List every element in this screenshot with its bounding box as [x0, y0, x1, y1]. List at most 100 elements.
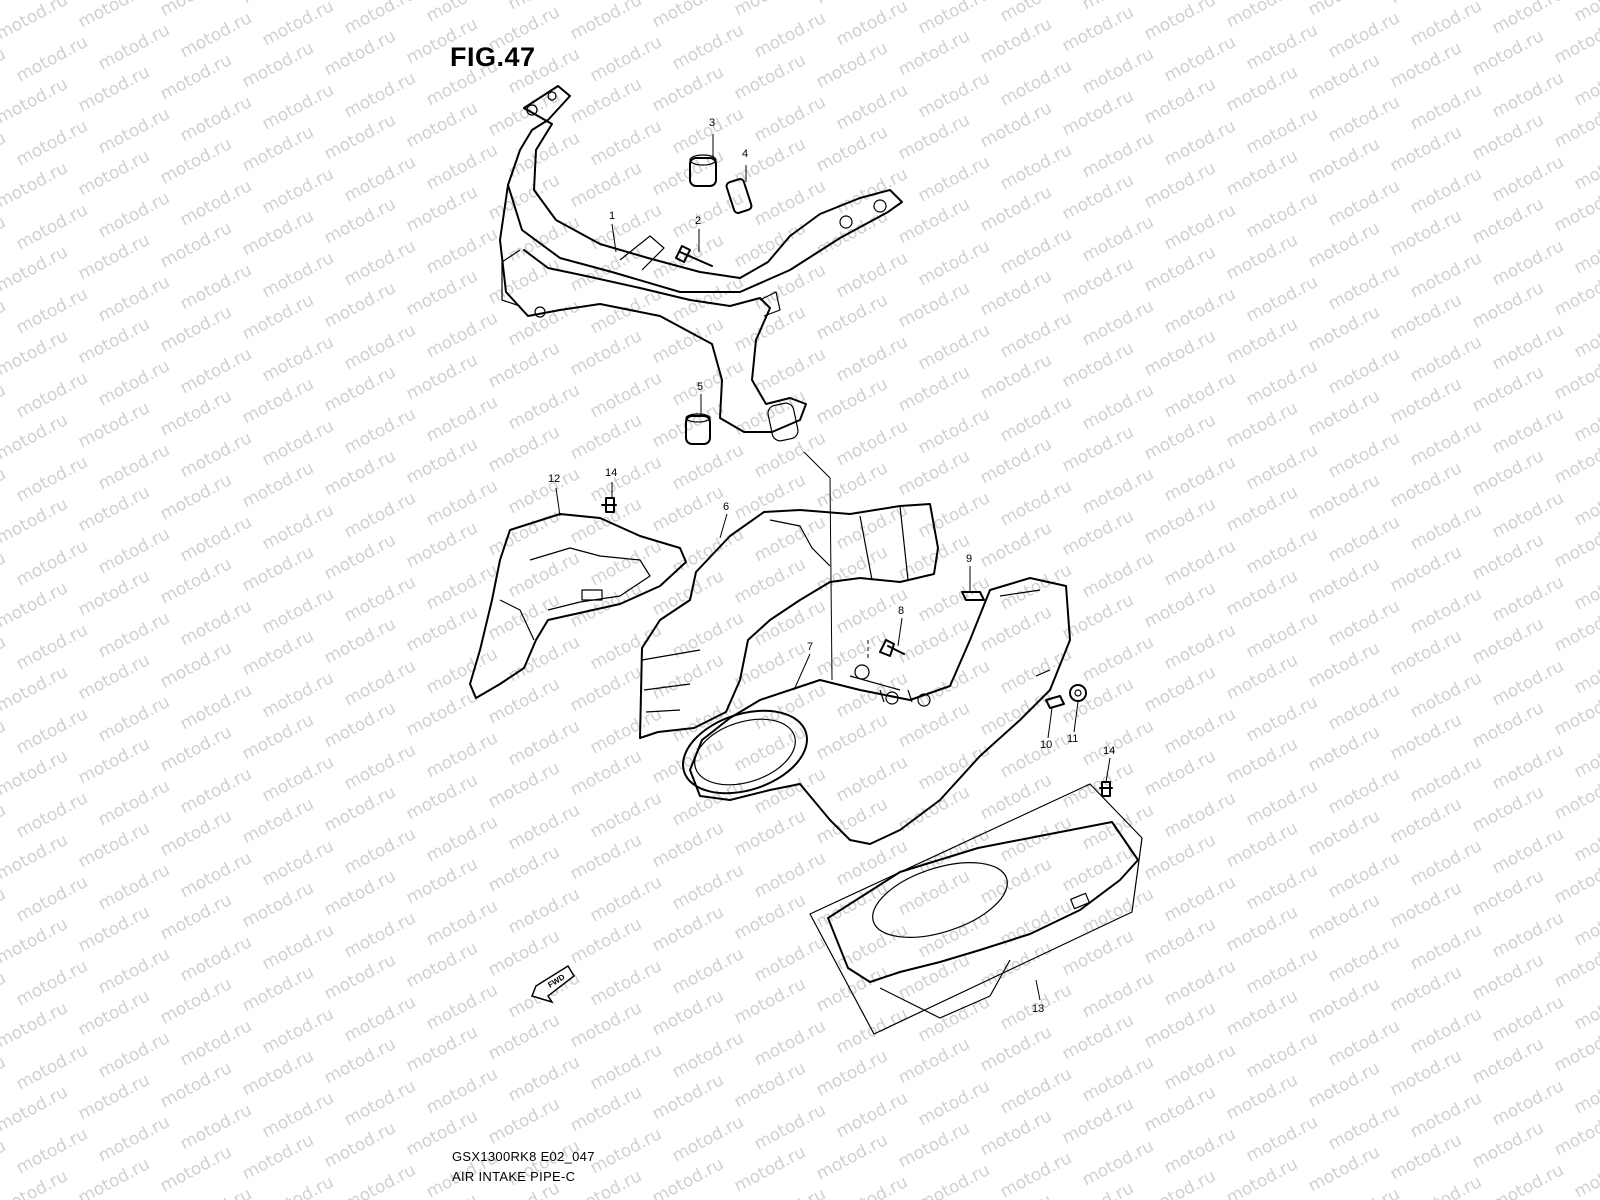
watermark-text: motod.ru	[895, 26, 973, 80]
screw-14-upper	[601, 497, 617, 513]
watermark-text: motod.ru	[485, 86, 563, 140]
watermark-text: motod.ru	[1571, 308, 1600, 362]
watermark-text: motod.ru	[239, 794, 317, 848]
watermark-text: motod.ru	[895, 782, 973, 836]
watermark-text: motod.ru	[1223, 650, 1301, 704]
watermark-text: motod.ru	[403, 350, 481, 404]
watermark-text: motod.ru	[1059, 1010, 1137, 1064]
watermark-text: motod.ru	[157, 1058, 235, 1112]
watermark-text: motod.ru	[731, 1142, 809, 1196]
watermark-text: motod.ru	[977, 686, 1055, 740]
watermark-text: motod.ru	[813, 290, 891, 344]
clip-9	[961, 591, 985, 601]
watermark-text: motod.ru	[1387, 542, 1465, 596]
watermark-text: motod.ru	[321, 782, 399, 836]
watermark-text: motod.ru	[239, 962, 317, 1016]
watermark-text: motod.ru	[321, 26, 399, 80]
watermark-text: motod.ru	[75, 146, 153, 200]
watermark-text: motod.ru	[75, 230, 153, 284]
watermark-text: motod.ru	[1469, 866, 1547, 920]
watermark-text: motod.ru	[1551, 266, 1600, 320]
watermark-text: motod.ru	[1571, 392, 1600, 446]
watermark-text: motod.ru	[485, 254, 563, 308]
watermark-text: motod.ru	[1469, 614, 1547, 668]
watermark-text: motod.ru	[1141, 662, 1219, 716]
watermark-text: motod.ru	[1469, 530, 1547, 584]
watermark-text: motod.ru	[1469, 950, 1547, 1004]
watermark-text: motod.ru	[567, 74, 645, 128]
watermark-text: motod.ru	[1059, 674, 1137, 728]
watermark-text: motod.ru	[649, 0, 727, 32]
watermark-text: motod.ru	[731, 1058, 809, 1112]
watermark-text: motod.ru	[485, 1010, 563, 1064]
watermark-text: motod.ru	[403, 686, 481, 740]
callout-4: 4	[742, 148, 748, 160]
watermark-text: motod.ru	[731, 806, 809, 860]
watermark-text: motod.ru	[1551, 938, 1600, 992]
grommet-3	[689, 154, 717, 187]
watermark-text: motod.ru	[157, 638, 235, 692]
watermark-text: motod.ru	[1059, 338, 1137, 392]
watermark-text: motod.ru	[567, 1082, 645, 1136]
watermark-text: motod.ru	[157, 302, 235, 356]
watermark-text: motod.ru	[1387, 878, 1465, 932]
watermark-text: motod.ru	[1469, 698, 1547, 752]
watermark-text: motod.ru	[403, 518, 481, 572]
watermark-text: motod.ru	[1387, 38, 1465, 92]
watermark-text: motod.ru	[567, 242, 645, 296]
watermark-text: motod.ru	[649, 566, 727, 620]
watermark-text: motod.ru	[403, 182, 481, 236]
watermark-text: motod.ru	[1305, 554, 1383, 608]
watermark-text: motod.ru	[0, 0, 71, 44]
watermark-text: motod.ru	[485, 674, 563, 728]
watermark-text: motod.ru	[0, 1082, 71, 1136]
watermark-text: motod.ru	[977, 518, 1055, 572]
watermark-text: motod.ru	[895, 866, 973, 920]
watermark-text: motod.ru	[485, 926, 563, 980]
callout-8: 8	[898, 605, 904, 617]
watermark-text: motod.ru	[567, 830, 645, 884]
callout-13: 13	[1032, 1003, 1044, 1015]
watermark-text: motod.ru	[75, 314, 153, 368]
watermark-text: motod.ru	[259, 1172, 337, 1200]
watermark-text: motod.ru	[1141, 998, 1219, 1052]
watermark-text: motod.ru	[239, 38, 317, 92]
watermark-text: motod.ru	[813, 458, 891, 512]
watermark-text: motod.ru	[0, 884, 9, 938]
watermark-text: motod.ru	[0, 662, 71, 716]
watermark-text: motod.ru	[75, 398, 153, 452]
watermark-text: motod.ru	[403, 770, 481, 824]
watermark-text: motod.ru	[1551, 350, 1600, 404]
watermark-text: motod.ru	[649, 314, 727, 368]
watermark-text: motod.ru	[403, 1022, 481, 1076]
watermark-text: motod.ru	[75, 986, 153, 1040]
watermark-text: motod.ru	[239, 122, 317, 176]
watermark-text: motod.ru	[1141, 0, 1219, 44]
watermark-text: motod.ru	[895, 1034, 973, 1088]
watermark-text: motod.ru	[731, 722, 809, 776]
watermark-text: motod.ru	[1305, 638, 1383, 692]
watermark-text: motod.ru	[403, 98, 481, 152]
watermark-text: motod.ru	[1551, 854, 1600, 908]
air-intake-duct-7	[682, 577, 1071, 845]
watermark-text: motod.ru	[157, 134, 235, 188]
watermark-text: motod.ru	[1059, 1094, 1137, 1148]
watermark-text: motod.ru	[485, 842, 563, 896]
watermark-text: motod.ru	[567, 662, 645, 716]
grommet-5	[685, 413, 711, 445]
watermark-text: motod.ru	[485, 506, 563, 560]
watermark-text: motod.ru	[813, 374, 891, 428]
watermark-text: motod.ru	[485, 758, 563, 812]
watermark-text: motod.ru	[1305, 302, 1383, 356]
watermark-text: motod.ru	[1059, 926, 1137, 980]
watermark-text: motod.ru	[895, 446, 973, 500]
watermark-text: motod.ru	[895, 530, 973, 584]
watermark-text: motod.ru	[75, 1070, 153, 1124]
watermark-text: motod.ru	[649, 902, 727, 956]
watermark-text: motod.ru	[1223, 566, 1301, 620]
watermark-text: motod.ru	[1387, 962, 1465, 1016]
watermark-text: motod.ru	[0, 296, 9, 350]
watermark-text: motod.ru	[1141, 578, 1219, 632]
watermark-text: motod.ru	[1141, 242, 1219, 296]
leader-lines	[555, 134, 1111, 1001]
